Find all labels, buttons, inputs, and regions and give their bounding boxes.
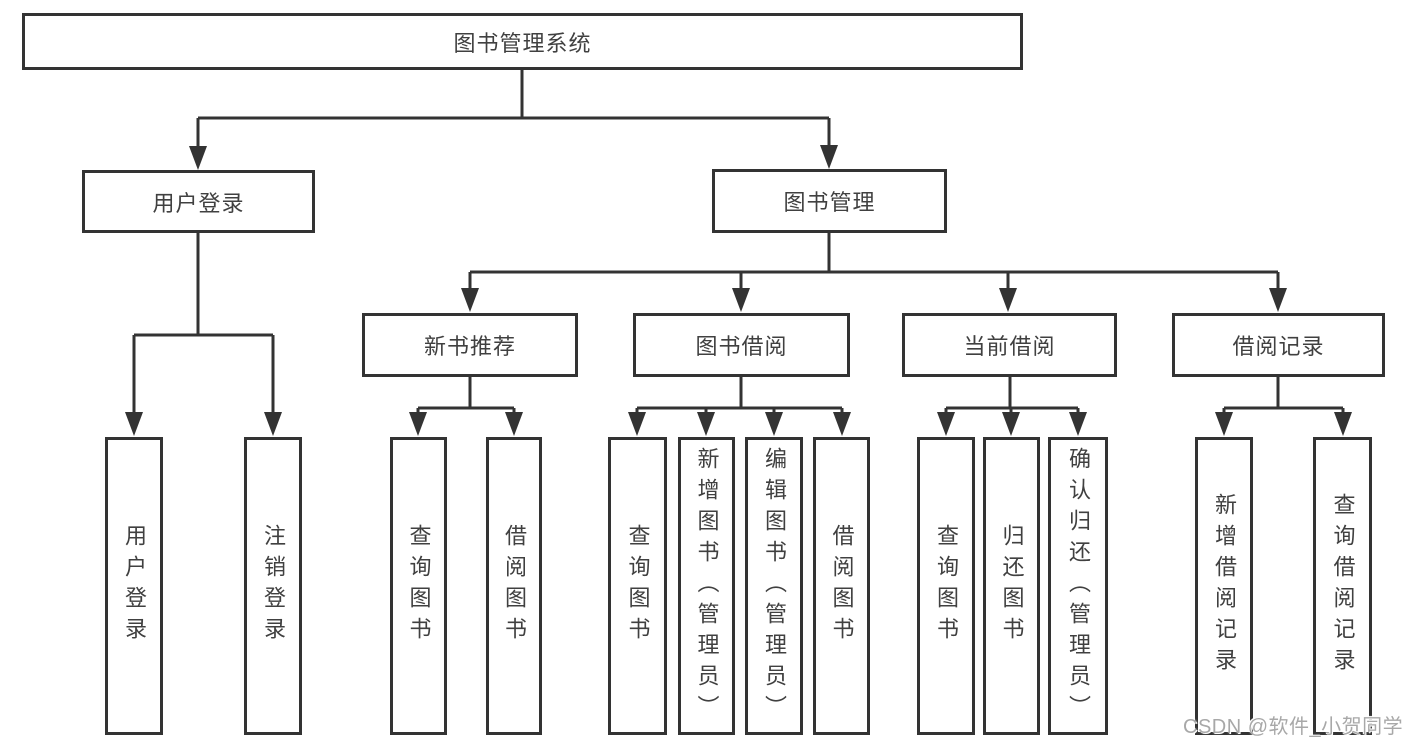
leaf-user-login: 用户登录 (105, 437, 163, 735)
leaf-return-books: 归还图书 (983, 437, 1040, 735)
csdn-watermark: CSDN @软件_小贺同学 (1183, 716, 1404, 738)
leaf-borrow-books-borrowing: 借阅图书 (813, 437, 870, 735)
node-book-management: 图书管理 (712, 169, 947, 233)
leaf-query-borrow-record: 查询借阅记录 (1313, 437, 1372, 735)
node-book-borrowing: 图书借阅 (633, 313, 850, 377)
node-current-borrowing: 当前借阅 (902, 313, 1117, 377)
leaf-add-borrow-record: 新增借阅记录 (1195, 437, 1253, 735)
leaf-confirm-return-admin: 确认归还（管理员） (1048, 437, 1108, 735)
leaf-query-books-current: 查询图书 (917, 437, 975, 735)
leaf-add-books-admin: 新增图书（管理员） (678, 437, 735, 735)
leaf-edit-books-admin: 编辑图书（管理员） (745, 437, 803, 735)
leaf-borrow-books-recommend: 借阅图书 (486, 437, 542, 735)
node-new-book-recommend: 新书推荐 (362, 313, 578, 377)
leaf-query-books-recommend: 查询图书 (390, 437, 447, 735)
leaf-logout: 注销登录 (244, 437, 302, 735)
node-root-system: 图书管理系统 (22, 13, 1023, 70)
leaf-query-books-borrowing: 查询图书 (608, 437, 667, 735)
node-user-login: 用户登录 (82, 170, 315, 233)
node-borrowing-records: 借阅记录 (1172, 313, 1385, 377)
